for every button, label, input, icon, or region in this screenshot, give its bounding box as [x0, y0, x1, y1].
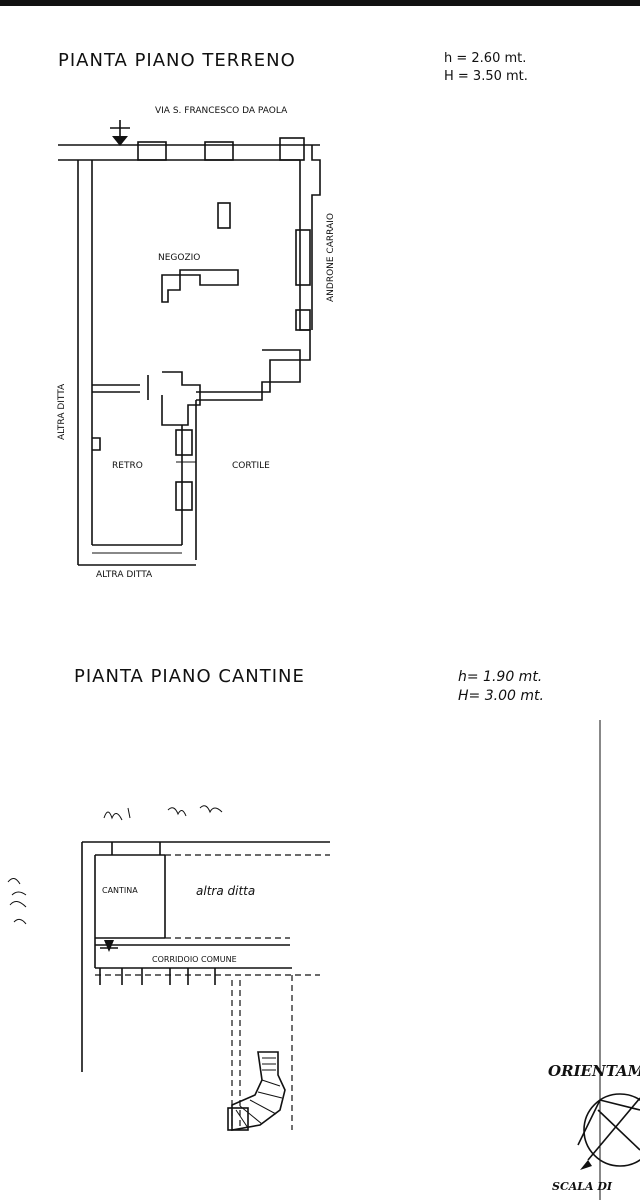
- room-label-shop: NEGOZIO: [158, 253, 200, 263]
- room-label-back: RETRO: [112, 461, 143, 471]
- ground-floor-height-h: h = 2.60 mt.: [444, 51, 526, 66]
- bottom-label-other-owner: ALTRA DITTA: [96, 570, 153, 580]
- cellar-floor-walls: [81, 841, 330, 1131]
- cellar-floor-title: PIANTA PIANO CANTINE: [74, 666, 305, 687]
- room-label-cellar: CANTINA: [102, 886, 138, 895]
- cellar-floor-height-H: H= 3.00 mt.: [458, 688, 544, 704]
- handwritten-margin-note: [7, 878, 27, 925]
- room-label-corridor: CORRIDOIO COMUNE: [152, 955, 237, 964]
- scale-label: SCALA DI: [552, 1180, 613, 1193]
- side-label-other-owner: ALTRA DITTA: [57, 383, 67, 440]
- top-border: [0, 0, 640, 6]
- handwritten-other-owner: altra ditta: [196, 884, 255, 898]
- handwritten-scribble: [103, 805, 223, 821]
- room-label-courtyard: CORTILE: [232, 461, 270, 471]
- ground-floor-walls: [58, 120, 321, 566]
- street-label: VIA S. FRANCESCO DA PAOLA: [155, 106, 288, 116]
- ground-floor-title: PIANTA PIANO TERRENO: [58, 50, 296, 71]
- orientation-label: ORIENTAMENTO: [548, 1062, 640, 1080]
- ground-floor-height-H: H = 3.50 mt.: [444, 69, 528, 84]
- side-label-driveway: ANDRONE CARRAIO: [326, 213, 336, 302]
- cellar-floor-height-h: h= 1.90 mt.: [458, 669, 542, 685]
- compass-rose-icon: [577, 1093, 640, 1170]
